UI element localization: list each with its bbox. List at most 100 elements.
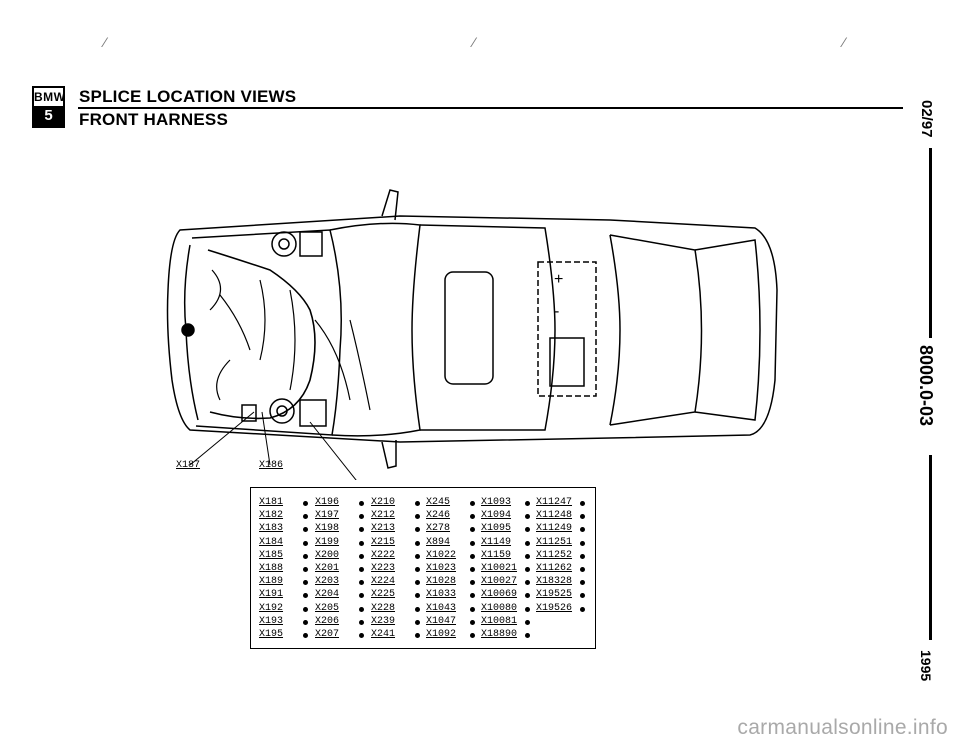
splice-id: X246 xyxy=(426,510,451,522)
splice-bullet xyxy=(359,514,364,520)
splice-bullet xyxy=(359,501,364,506)
splice-bullet xyxy=(525,567,530,572)
splice-id: X241 xyxy=(371,629,396,640)
splice-id: X278 xyxy=(426,523,451,535)
splice-id: X205 xyxy=(315,602,340,614)
splice-id: X210 xyxy=(371,497,396,508)
scan-mark: ⁄ xyxy=(843,34,846,50)
bmw-5-series-logo: BMW 5 xyxy=(32,86,65,128)
splice-bullet xyxy=(303,606,308,612)
splice-id: X10069 xyxy=(481,589,518,601)
watermark: carmanualsonline.info xyxy=(737,716,948,739)
splice-id: X11252 xyxy=(536,549,573,561)
module-box-top xyxy=(299,231,323,257)
module-box-bottom xyxy=(299,399,327,427)
splice-bullet xyxy=(580,580,585,586)
splice-id: X11247 xyxy=(536,497,573,508)
splice-bullet xyxy=(470,527,475,533)
splice-id: X212 xyxy=(371,510,396,522)
splice-bullet xyxy=(525,633,530,638)
splice-id: X183 xyxy=(259,523,284,535)
splice-bullet xyxy=(359,619,364,625)
splice-bullet xyxy=(470,619,475,625)
splice-id: X225 xyxy=(371,589,396,601)
splice-id: X894 xyxy=(426,536,451,548)
side-rule-upper xyxy=(929,148,932,338)
splice-id: X207 xyxy=(315,629,340,640)
page-title: SPLICE LOCATION VIEWS xyxy=(79,87,297,106)
splice-bullet xyxy=(415,567,420,572)
splice-id: X1094 xyxy=(481,510,512,522)
splice-id: X18328 xyxy=(536,576,573,588)
splice-id: X239 xyxy=(371,615,396,627)
splice-id: X1093 xyxy=(481,497,512,508)
splice-id: X200 xyxy=(315,549,340,561)
splice-bullet xyxy=(303,567,308,572)
splice-id: X185 xyxy=(259,549,284,561)
splice-bullet xyxy=(470,514,475,520)
splice-id: X204 xyxy=(315,589,340,601)
splice-bullet xyxy=(415,501,420,506)
callout-leader-x186 xyxy=(261,411,271,466)
harness-branches xyxy=(209,269,371,411)
side-date: 02/97 xyxy=(918,100,935,138)
strut-tower-right xyxy=(269,398,295,424)
scan-mark: ⁄ xyxy=(104,34,107,50)
splice-bullet xyxy=(470,501,475,506)
splice-id: X198 xyxy=(315,523,340,535)
harness-main xyxy=(207,249,316,420)
strut-tower-left xyxy=(271,231,297,257)
splice-id: X11248 xyxy=(536,510,573,522)
splice-id: X1159 xyxy=(481,549,512,561)
splice-id: X11249 xyxy=(536,523,573,535)
splice-id: X10021 xyxy=(481,563,518,574)
svg-text:+: + xyxy=(554,271,563,288)
header-rule xyxy=(78,107,903,109)
splice-bullet xyxy=(303,619,308,625)
splice-id: X245 xyxy=(426,497,451,508)
splice-bullet xyxy=(303,540,308,546)
callout-x187: X187 xyxy=(176,460,201,471)
splice-id: X201 xyxy=(315,563,340,574)
battery-tray xyxy=(549,337,585,387)
rear-window xyxy=(609,234,703,426)
splice-bullet xyxy=(415,553,420,559)
splice-bullet xyxy=(525,619,530,625)
splice-bullet xyxy=(415,633,420,638)
splice-id: X181 xyxy=(259,497,284,508)
splice-id: X193 xyxy=(259,615,284,627)
splice-bullet xyxy=(580,567,585,572)
splice-bullet xyxy=(525,606,530,612)
manual-section-code: 8000.0-03 xyxy=(916,345,936,427)
scan-mark: ⁄ xyxy=(473,34,476,50)
splice-bullet xyxy=(525,593,530,599)
side-year: 1995 xyxy=(918,650,934,682)
splice-id: X188 xyxy=(259,563,284,574)
splice-id: X1047 xyxy=(426,615,457,627)
splice-id: X10081 xyxy=(481,615,518,627)
splice-id: X206 xyxy=(315,615,340,627)
splice-id: X1023 xyxy=(426,563,457,574)
splice-bullet xyxy=(415,593,420,599)
splice-bullet xyxy=(359,606,364,612)
module-box-small xyxy=(241,404,257,422)
splice-bullet xyxy=(580,606,585,612)
left-mirror xyxy=(381,189,399,221)
splice-bullet xyxy=(303,514,308,520)
splice-bullet xyxy=(525,580,530,586)
callout-x186: X186 xyxy=(259,460,284,471)
splice-bullet xyxy=(525,501,530,506)
splice-bullet xyxy=(525,514,530,520)
svg-text:-: - xyxy=(554,303,559,320)
splice-bullet xyxy=(359,633,364,638)
splice-id: X189 xyxy=(259,576,284,588)
splice-bullet xyxy=(470,593,475,599)
splice-id: X192 xyxy=(259,602,284,614)
splice-id: X197 xyxy=(315,510,340,522)
splice-bullet xyxy=(470,567,475,572)
callout-leader-table xyxy=(309,421,357,480)
splice-bullet xyxy=(303,593,308,599)
splice-bullet xyxy=(525,553,530,559)
car-body-outline xyxy=(166,215,778,443)
